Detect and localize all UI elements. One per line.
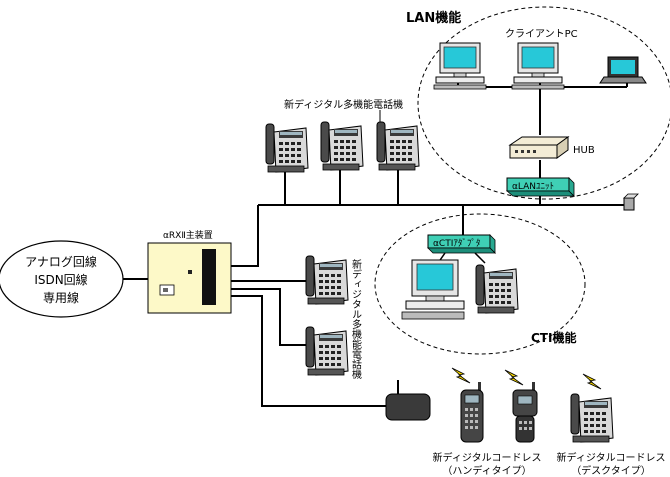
- line-leased: 専用線: [43, 290, 79, 305]
- client-pc-1: [433, 42, 487, 90]
- hub-label: HUB: [573, 145, 595, 156]
- main-unit-box: [147, 242, 232, 314]
- cordless-desk-label-2: （デスクタイプ）: [571, 464, 651, 477]
- cordless-base-station: [385, 380, 431, 421]
- client-pc-label: クライアントPC: [505, 28, 578, 40]
- line-analog: アナログ回線: [25, 254, 97, 269]
- cti-adapter-box: [427, 234, 496, 254]
- main-unit-label: αRXⅡ主装置: [163, 229, 213, 241]
- laptop-pc: [599, 56, 647, 84]
- phones-top-label: 新ディジタル多機能電話機: [284, 98, 403, 111]
- cordless-handy-phone-1: [460, 382, 484, 443]
- cordless-handy-phone-2: [512, 382, 538, 443]
- cordless-desk-phone: [570, 393, 614, 443]
- desk-phone-top-2: [320, 121, 364, 171]
- main-bus: [257, 170, 625, 262]
- lan-unit-label: αLANﾕﾆｯﾄ: [512, 182, 554, 192]
- cti-pc: [401, 259, 465, 320]
- desk-phone-top-3: [376, 121, 420, 171]
- signal-icon-1: [451, 367, 471, 384]
- cordless-handy-label-2: （ハンディタイプ）: [442, 464, 531, 477]
- bus-terminator: [623, 193, 639, 211]
- cordless-desk-label-1: 新ディジタルコードレス: [557, 451, 666, 464]
- desk-phone-right-1: [305, 255, 349, 305]
- hub-device: [508, 136, 570, 159]
- lan-unit-box: [505, 177, 575, 197]
- signal-icon-2: [504, 369, 524, 386]
- cti-title: CTI機能: [531, 330, 576, 345]
- lan-area: [417, 6, 670, 200]
- cordless-handy-label-1: 新ディジタルコードレス: [433, 451, 542, 464]
- desk-phone-top-1: [265, 123, 309, 173]
- desk-phone-right-2: [305, 326, 349, 376]
- signal-icon-3: [582, 373, 602, 390]
- lan-wiring: [457, 80, 628, 178]
- phones-right-label: 新ディジタル多機能電話機: [350, 258, 362, 380]
- cti-adapter-label: αCTIｱﾀﾞﾌﾟﾀ: [433, 238, 480, 249]
- cti-desk-phone: [475, 264, 519, 314]
- client-pc-2: [511, 42, 565, 90]
- cti-area: [374, 213, 586, 355]
- line-isdn: ISDN回線: [34, 272, 87, 287]
- lan-title: LAN機能: [406, 10, 461, 26]
